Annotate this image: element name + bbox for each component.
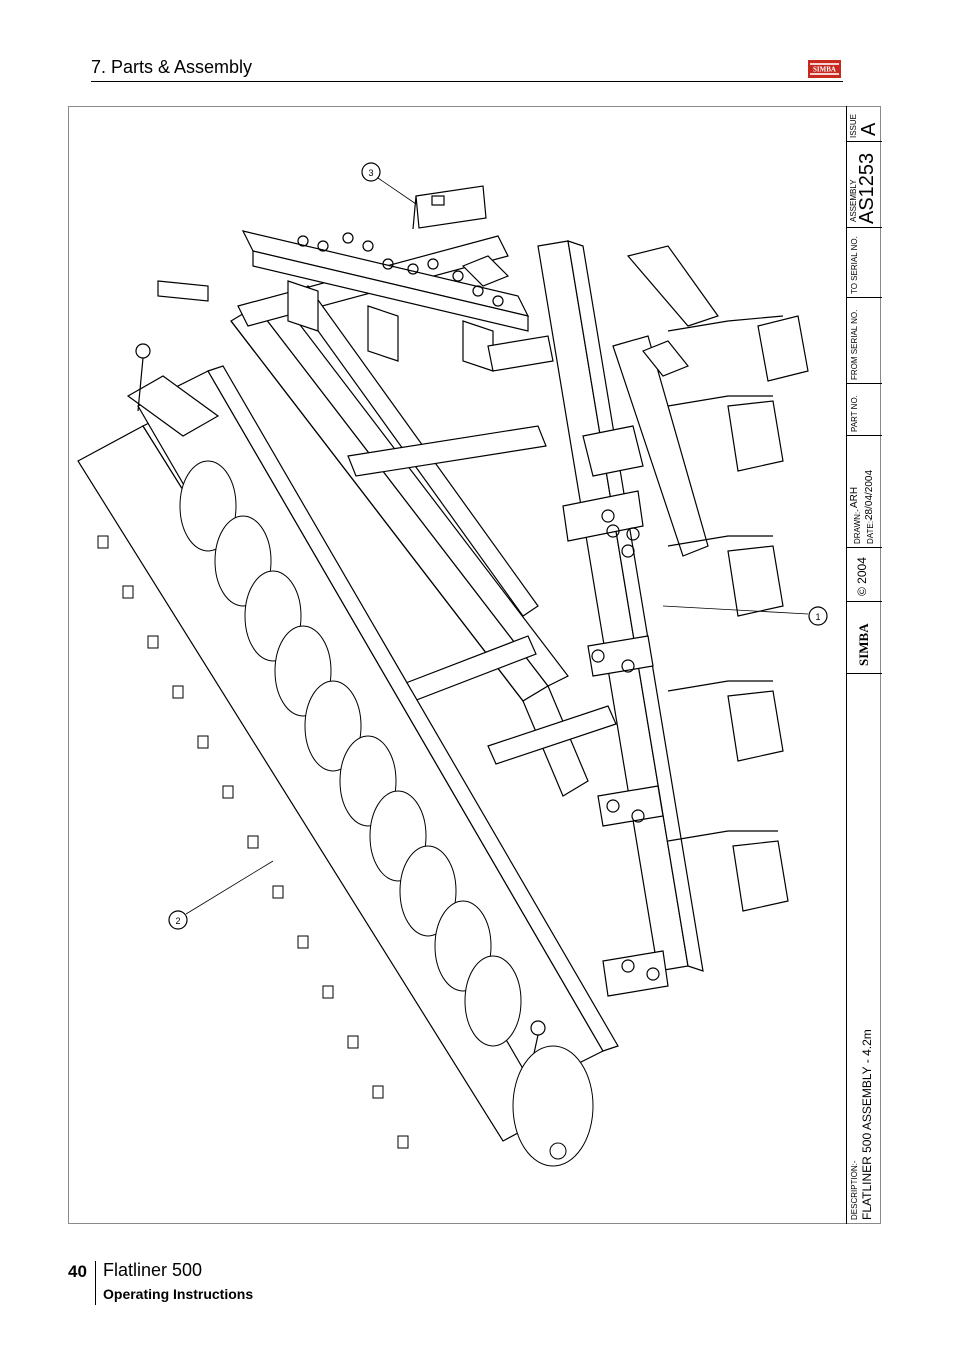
- assembly-value: AS1253: [856, 152, 878, 224]
- date-label: DATE:-: [866, 518, 875, 544]
- copyright-cell: © 2004: [847, 548, 882, 602]
- product-name: Flatliner 500: [103, 1260, 203, 1280]
- to-serial-cell: TO SERIAL NO.: [847, 228, 882, 298]
- part-no-label: PART NO.: [850, 395, 859, 432]
- issue-label: ISSUE: [849, 113, 858, 138]
- drawing-frame: [68, 106, 881, 1224]
- assembly-drawing: 1 2 3: [77, 162, 828, 1167]
- manual-booklet: [412, 185, 487, 230]
- issue-value: A: [858, 122, 880, 136]
- description-label: DESCRIPTION:-: [850, 1160, 859, 1220]
- drawn-value: ARH: [849, 486, 860, 508]
- description-value: FLATLINER 500 ASSEMBLY - 4.2m: [860, 1029, 874, 1220]
- to-serial-label: TO SERIAL NO.: [850, 236, 859, 294]
- callout-3: 3: [361, 162, 417, 205]
- drawn-label: DRAWN:-: [853, 509, 862, 544]
- main-frame: [230, 235, 617, 797]
- issue-cell: ISSUE A: [847, 106, 882, 142]
- top-toolbar: [157, 230, 530, 372]
- callout-3-label: 3: [368, 168, 373, 178]
- roller-discs: [179, 460, 594, 1167]
- bolt-group: [297, 232, 504, 307]
- logo-text: SIMBA: [813, 66, 836, 74]
- brand-text: SIMBA: [856, 623, 871, 666]
- callout-2-label: 2: [175, 916, 180, 926]
- footer-divider: [95, 1261, 96, 1305]
- leg-toolbar: [487, 240, 704, 997]
- subsoiler-legs: [461, 245, 809, 912]
- description-cell: DESCRIPTION:- FLATLINER 500 ASSEMBLY - 4…: [847, 674, 882, 1224]
- brand-cell: SIMBA: [847, 602, 882, 674]
- assembly-cell: ASSEMBLY AS1253: [847, 142, 882, 228]
- document-type: Operating Instructions: [103, 1286, 254, 1302]
- callout-1-label: 1: [815, 612, 820, 622]
- drawn-date-cell: DRAWN:- ARH DATE:- 28/04/2004: [847, 436, 882, 548]
- from-serial-cell: FROM SERIAL NO.: [847, 298, 882, 384]
- simba-logo: SIMBA: [808, 60, 841, 78]
- page-number: 40: [68, 1262, 87, 1281]
- callout-2: 2: [168, 860, 274, 930]
- section-title: 7. Parts & Assembly: [91, 57, 253, 77]
- title-block: ISSUE A ASSEMBLY AS1253 TO SERIAL NO. FR…: [846, 106, 882, 1224]
- date-value: 28/04/2004: [864, 469, 875, 520]
- from-serial-label: FROM SERIAL NO.: [850, 309, 859, 380]
- header-rule: [91, 81, 843, 82]
- copyright-text: © 2004: [855, 557, 869, 596]
- part-no-cell: PART NO.: [847, 384, 882, 436]
- scraper-tines: [97, 535, 409, 1149]
- callout-1: 1: [662, 605, 828, 626]
